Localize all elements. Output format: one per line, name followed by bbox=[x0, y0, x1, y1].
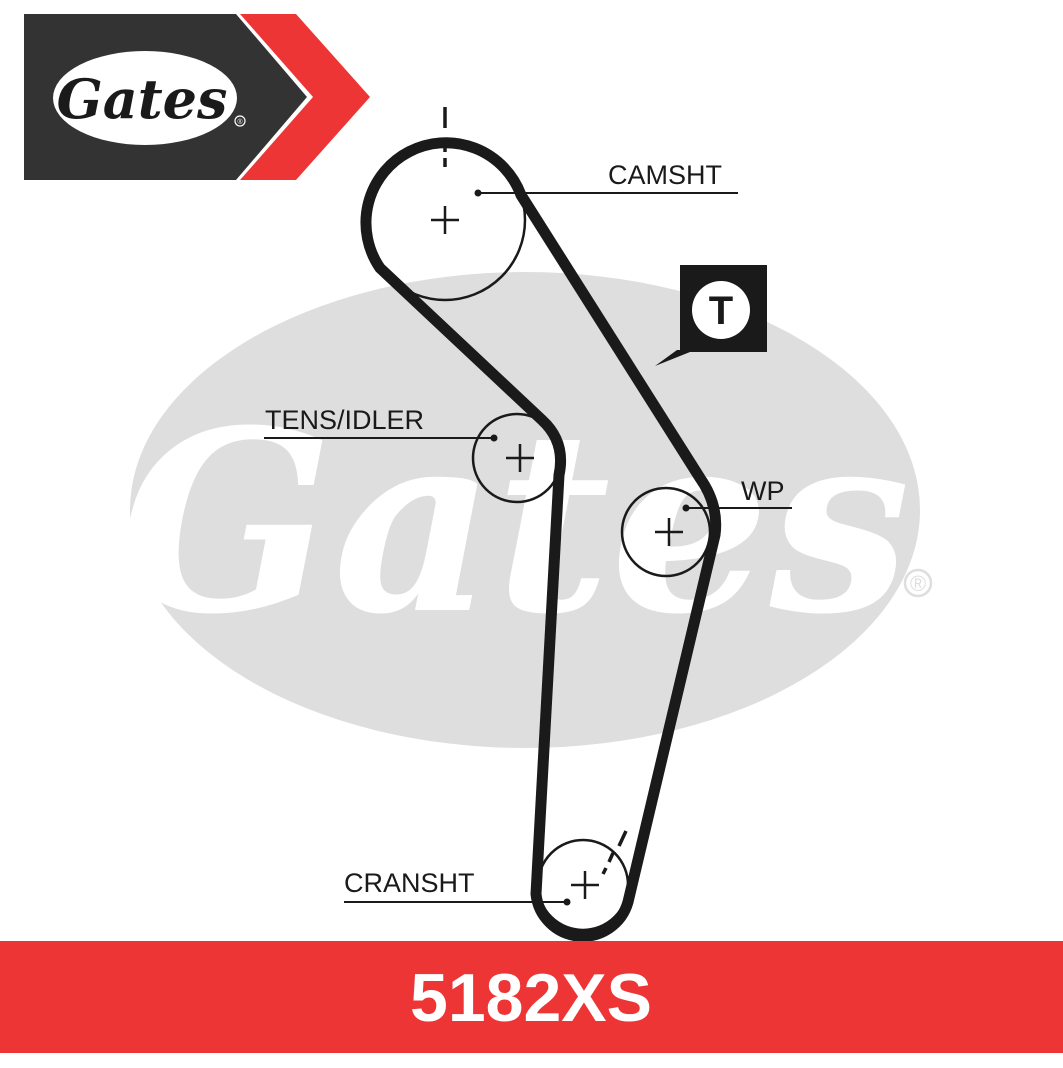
leader-lines bbox=[264, 192, 792, 903]
logo-text: Gates bbox=[57, 67, 228, 131]
pulley-centers bbox=[431, 206, 683, 899]
tensioner-leader-dot bbox=[490, 434, 498, 442]
logo-registered-mark: ® bbox=[237, 118, 243, 126]
camshaft-label: CAMSHT bbox=[608, 160, 722, 190]
water-pump-label: WP bbox=[741, 476, 785, 506]
part-number-bar: 5182XS bbox=[0, 941, 1063, 1053]
part-number: 5182XS bbox=[410, 960, 652, 1036]
logo-registered-icon bbox=[234, 115, 246, 127]
watermark-oval bbox=[130, 272, 920, 748]
watermark-registered-icon bbox=[903, 568, 933, 598]
part-number-background bbox=[0, 941, 1063, 1053]
component-labels: CAMSHT TENS/IDLER WP CRANSHT bbox=[265, 160, 785, 898]
crankshaft-label: CRANSHT bbox=[344, 868, 475, 898]
watermark-text: Gates bbox=[120, 375, 911, 669]
tensioner-symbol-circle bbox=[692, 281, 750, 339]
camshaft-center-icon bbox=[431, 206, 459, 234]
crankshaft-center-icon bbox=[571, 871, 599, 899]
crankshaft-leader-dot bbox=[563, 898, 571, 906]
water-pump-center-icon bbox=[655, 518, 683, 546]
gates-logo: Gates ® bbox=[53, 51, 246, 145]
leader-dots bbox=[474, 189, 690, 906]
watermark-registered-mark: ® bbox=[910, 571, 926, 596]
header-red-chevron bbox=[240, 14, 370, 180]
timing-marks bbox=[443, 107, 628, 875]
water-pump-leader-dot bbox=[682, 504, 690, 512]
tensioner-symbol-icon: T bbox=[655, 265, 767, 366]
gates-watermark: Gates ® bbox=[120, 272, 933, 748]
camshaft-leader-dot bbox=[474, 189, 482, 197]
timing-belt bbox=[360, 137, 722, 942]
crankshaft-timing-mark bbox=[601, 830, 628, 875]
gates-header: Gates ® bbox=[24, 14, 370, 180]
logo-oval bbox=[53, 51, 237, 145]
tensioner-symbol-letter: T bbox=[709, 289, 733, 333]
tensioner-center-icon bbox=[506, 444, 534, 472]
tensioner-idler-label: TENS/IDLER bbox=[265, 405, 424, 435]
